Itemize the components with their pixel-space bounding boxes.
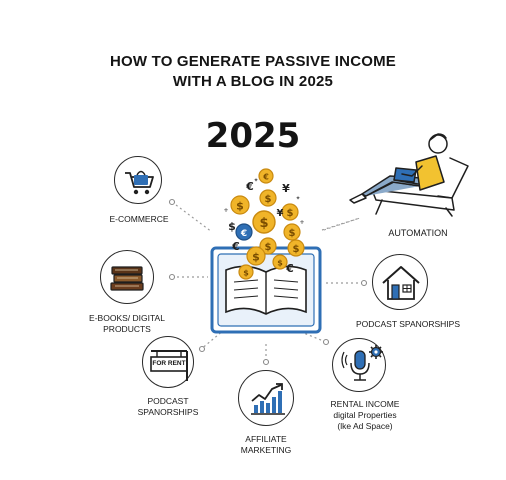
svg-text:+: + <box>223 207 228 214</box>
svg-text:$: $ <box>259 216 268 231</box>
rental-label-line-1: RENTAL INCOME <box>330 399 400 409</box>
svg-text:$: $ <box>265 242 272 253</box>
svg-text:$: $ <box>289 228 296 239</box>
podcast-left-label-line-1: PODCAST <box>147 396 189 406</box>
house-circle <box>372 254 428 310</box>
affiliate-label-line-2: MARKETING <box>240 445 292 455</box>
svg-text:€: € <box>231 240 240 253</box>
for-rent-sign-text: FOR RENT <box>152 360 186 367</box>
year-heading: 2025 <box>205 116 301 156</box>
gear-icon <box>369 345 383 359</box>
svg-text:$: $ <box>293 244 300 255</box>
ebooks-label-line-1: E-BOOKS/ DIGITAL <box>89 313 165 323</box>
svg-text:$: $ <box>243 269 249 278</box>
svg-text:¥: ¥ <box>282 182 290 195</box>
svg-text:$: $ <box>265 194 272 205</box>
automation-connector <box>323 217 361 231</box>
affiliate-circle <box>238 370 294 426</box>
svg-text:€: € <box>240 229 247 239</box>
ecommerce-circle <box>114 156 162 204</box>
svg-text:$: $ <box>277 259 283 268</box>
rental-label-line-3: (lke Ad Space) <box>337 421 393 431</box>
podcast-left-label-line-2: SPANORSHIPS <box>137 407 199 417</box>
house-icon <box>382 266 420 300</box>
podcast-right-label: PODCAST SPANORSHIPS <box>355 319 461 329</box>
title-line-2: WITH A BLOG IN 2025 <box>172 73 334 90</box>
svg-text:$: $ <box>228 220 236 233</box>
currency-symbols: € ¥ ¥ $ € € ✦ ✦ + + <box>223 177 304 275</box>
svg-text:$: $ <box>287 208 294 219</box>
for-rent-sign-icon <box>150 350 188 381</box>
ebooks-circle <box>100 250 154 304</box>
title-line-1: HOW TO GENERATE PASSIVE INCOME <box>109 53 397 70</box>
growth-chart-icon <box>251 383 285 415</box>
svg-text:€: € <box>245 180 254 193</box>
svg-text:$: $ <box>252 251 260 264</box>
book-frame-icon <box>210 246 322 334</box>
person-laptop-chair-icon <box>349 133 469 217</box>
svg-text:✦: ✦ <box>295 195 300 202</box>
svg-text:¥: ¥ <box>277 208 284 219</box>
shopping-cart-icon <box>125 170 154 195</box>
connector-dots <box>168 198 368 366</box>
for-rent-circle: FOR RENT <box>142 336 194 388</box>
svg-text:€: € <box>285 262 294 275</box>
ecommerce-label: E-COMMERCE <box>109 214 169 224</box>
rental-label-line-2: digital Properties <box>333 410 397 420</box>
svg-text:+: + <box>299 219 304 226</box>
svg-text:✦: ✦ <box>253 177 258 184</box>
microphone-icon <box>341 350 370 381</box>
svg-text:€: € <box>262 173 269 182</box>
automation-label: AUTOMATION <box>388 228 448 238</box>
svg-text:$: $ <box>236 200 244 213</box>
books-stack-icon <box>110 266 144 291</box>
affiliate-label-line-1: AFFILIATE <box>245 434 287 444</box>
gold-coins-icon: € $ $ $ $ € $ $ $ $ $ $ <box>230 168 305 280</box>
ebooks-label-line-2: PRODUCTS <box>103 324 151 334</box>
